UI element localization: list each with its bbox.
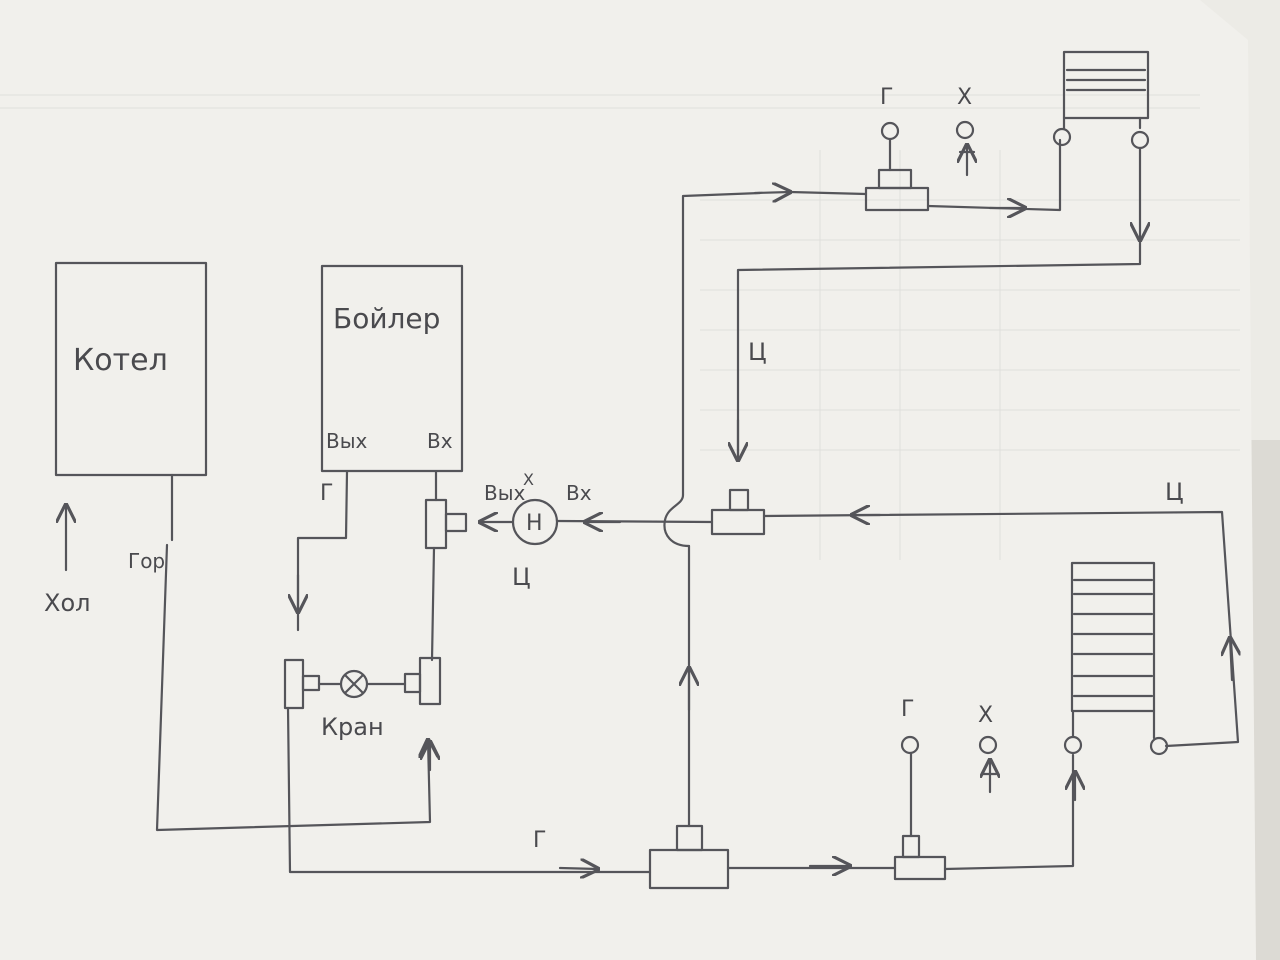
label-pump-in: Вх (566, 481, 592, 505)
tee-right (418, 656, 442, 706)
label-c-top: Ц (748, 338, 767, 366)
label-g-top-fixture: Г (880, 85, 893, 110)
label-x-bottom-fixture: Х (978, 703, 993, 728)
label-x-top-fixture: Х (957, 85, 972, 110)
hot-to-towel-top (926, 138, 1062, 212)
riser-to-fixture-top (788, 190, 868, 196)
label-boiler: Бойлер (333, 302, 440, 335)
label-x-near-pump: Х (523, 470, 534, 489)
label-pump: Н (526, 511, 543, 536)
paper-grid (0, 94, 1240, 560)
tap-cold-top-icon (955, 120, 975, 140)
towel-top-inlet (1052, 127, 1072, 147)
riser-upper (681, 191, 762, 497)
tee-boiler-in-branch (444, 512, 468, 533)
kotel-box (54, 261, 208, 477)
label-kotel: Котел (73, 343, 168, 378)
tee-fixture-top-branch (877, 168, 913, 190)
label-boiler-in: Вх (427, 429, 453, 453)
boiler-return-pipe (430, 546, 436, 662)
label-valve: Кран (321, 713, 384, 741)
label-boiler-out: Вых (326, 429, 368, 453)
towel-bottom-inlet (1063, 735, 1083, 755)
label-g-boiler: Г (320, 481, 333, 506)
tap-hot-top-icon (880, 121, 900, 141)
hot-line-arrow-1 (558, 868, 598, 869)
hot-to-towel-bottom (943, 753, 1075, 871)
circulation-right-up-arrow (1230, 638, 1232, 682)
label-c-right: Ц (1165, 478, 1184, 506)
towel-rail-bottom (1070, 561, 1156, 713)
label-pump-out: Вых (484, 481, 526, 505)
boiler-box (320, 264, 464, 473)
tap-cold-bottom-icon (978, 735, 998, 755)
towel-bottom-outlet (1149, 736, 1169, 756)
hot-line-bottom (286, 706, 652, 874)
tee-circulation-branch (728, 488, 750, 512)
riser-crossover (663, 493, 691, 548)
label-hot: Гор (128, 549, 165, 573)
label-g-bottom-fixture: Г (901, 697, 914, 722)
label-g-bottom: Г (533, 828, 546, 853)
tap-hot-bottom-icon (900, 735, 920, 755)
circulation-return-top (736, 238, 1142, 457)
valve-cross-2 (343, 673, 365, 695)
riser-top-arrow (753, 192, 790, 193)
hot-supply-pipe (155, 543, 430, 832)
towel-rail-top (1062, 50, 1150, 120)
pump-to-tee (556, 519, 714, 524)
label-cold: Хол (44, 589, 90, 617)
label-pump-c: Ц (512, 563, 531, 591)
circulation-right-return (762, 510, 1240, 748)
